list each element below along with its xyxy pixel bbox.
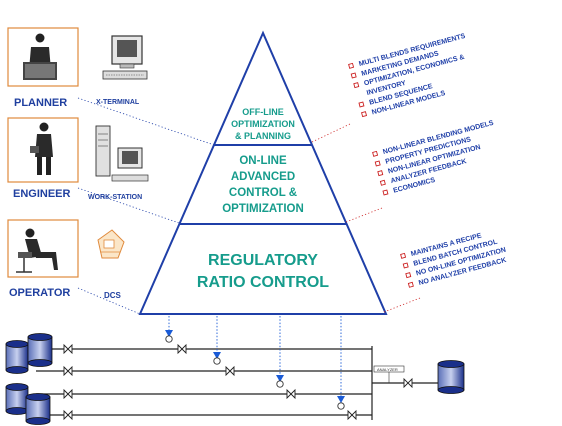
- product-valve: [403, 377, 413, 389]
- tier-regulatory-text: REGULATORY RATIO CONTROL: [197, 252, 329, 291]
- feed-tank-1: [5, 340, 29, 374]
- dcs-label: DCS: [104, 291, 122, 300]
- feed-tanks: [5, 333, 53, 425]
- x-terminal-icon: [102, 35, 148, 80]
- offline-feature-list: MULTI BLENDS REQUIREMENTS MARKETING DEMA…: [348, 33, 466, 118]
- control-valves: [63, 343, 357, 421]
- list-connector-lines: [311, 123, 421, 313]
- feed-tank-4: [25, 393, 51, 425]
- planner-person-icon: [23, 33, 57, 80]
- work-station-label: WORK-STATION: [88, 194, 142, 201]
- planner-label: PLANNER: [14, 97, 67, 109]
- product-tank: [437, 360, 465, 394]
- online-feature-list: NON-LINEAR BLENDING MODELS PROPERTY PRED…: [372, 120, 495, 196]
- operator-label: OPERATOR: [9, 287, 70, 299]
- dcs-console-icon: [97, 229, 125, 259]
- process-pipes: [36, 346, 440, 420]
- analyzer-label: ANALYZER: [377, 367, 398, 372]
- tier-offline-text: OFF-LINE OPTIMIZATION & PLANNING: [231, 107, 295, 141]
- svg-text:CONTROL &: CONTROL &: [229, 187, 297, 199]
- svg-text:ADVANCED: ADVANCED: [231, 171, 295, 183]
- control-signal-arrows: [165, 330, 345, 403]
- svg-text:OFF-LINE: OFF-LINE: [242, 107, 284, 117]
- control-pyramid: [138, 30, 388, 315]
- svg-text:RATIO CONTROL: RATIO CONTROL: [197, 274, 329, 291]
- role-connector-lines: [77, 97, 215, 315]
- svg-text:OPTIMIZATION: OPTIMIZATION: [231, 119, 295, 129]
- x-terminal-label: X-TERMINAL: [96, 99, 140, 106]
- operator-person-icon: [16, 228, 58, 273]
- work-station-icon: [95, 125, 149, 182]
- feed-tank-2: [27, 333, 53, 367]
- flow-meters: [165, 335, 345, 410]
- regulatory-feature-list: MAINTAINS A RECIPE BLEND BATCH CONTROL N…: [400, 232, 507, 288]
- svg-text:& PLANNING: & PLANNING: [235, 131, 291, 141]
- operator-frame: [7, 219, 79, 278]
- feed-tank-3: [5, 383, 29, 415]
- svg-text:ON-LINE: ON-LINE: [239, 155, 287, 167]
- tier-online-text: ON-LINE ADVANCED CONTROL & OPTIMIZATION: [222, 155, 304, 215]
- svg-text:REGULATORY: REGULATORY: [208, 252, 318, 269]
- engineer-person-icon: [30, 122, 53, 175]
- engineer-label: ENGINEER: [13, 188, 71, 200]
- svg-text:OPTIMIZATION: OPTIMIZATION: [222, 203, 304, 215]
- control-signal-lines: [168, 316, 342, 406]
